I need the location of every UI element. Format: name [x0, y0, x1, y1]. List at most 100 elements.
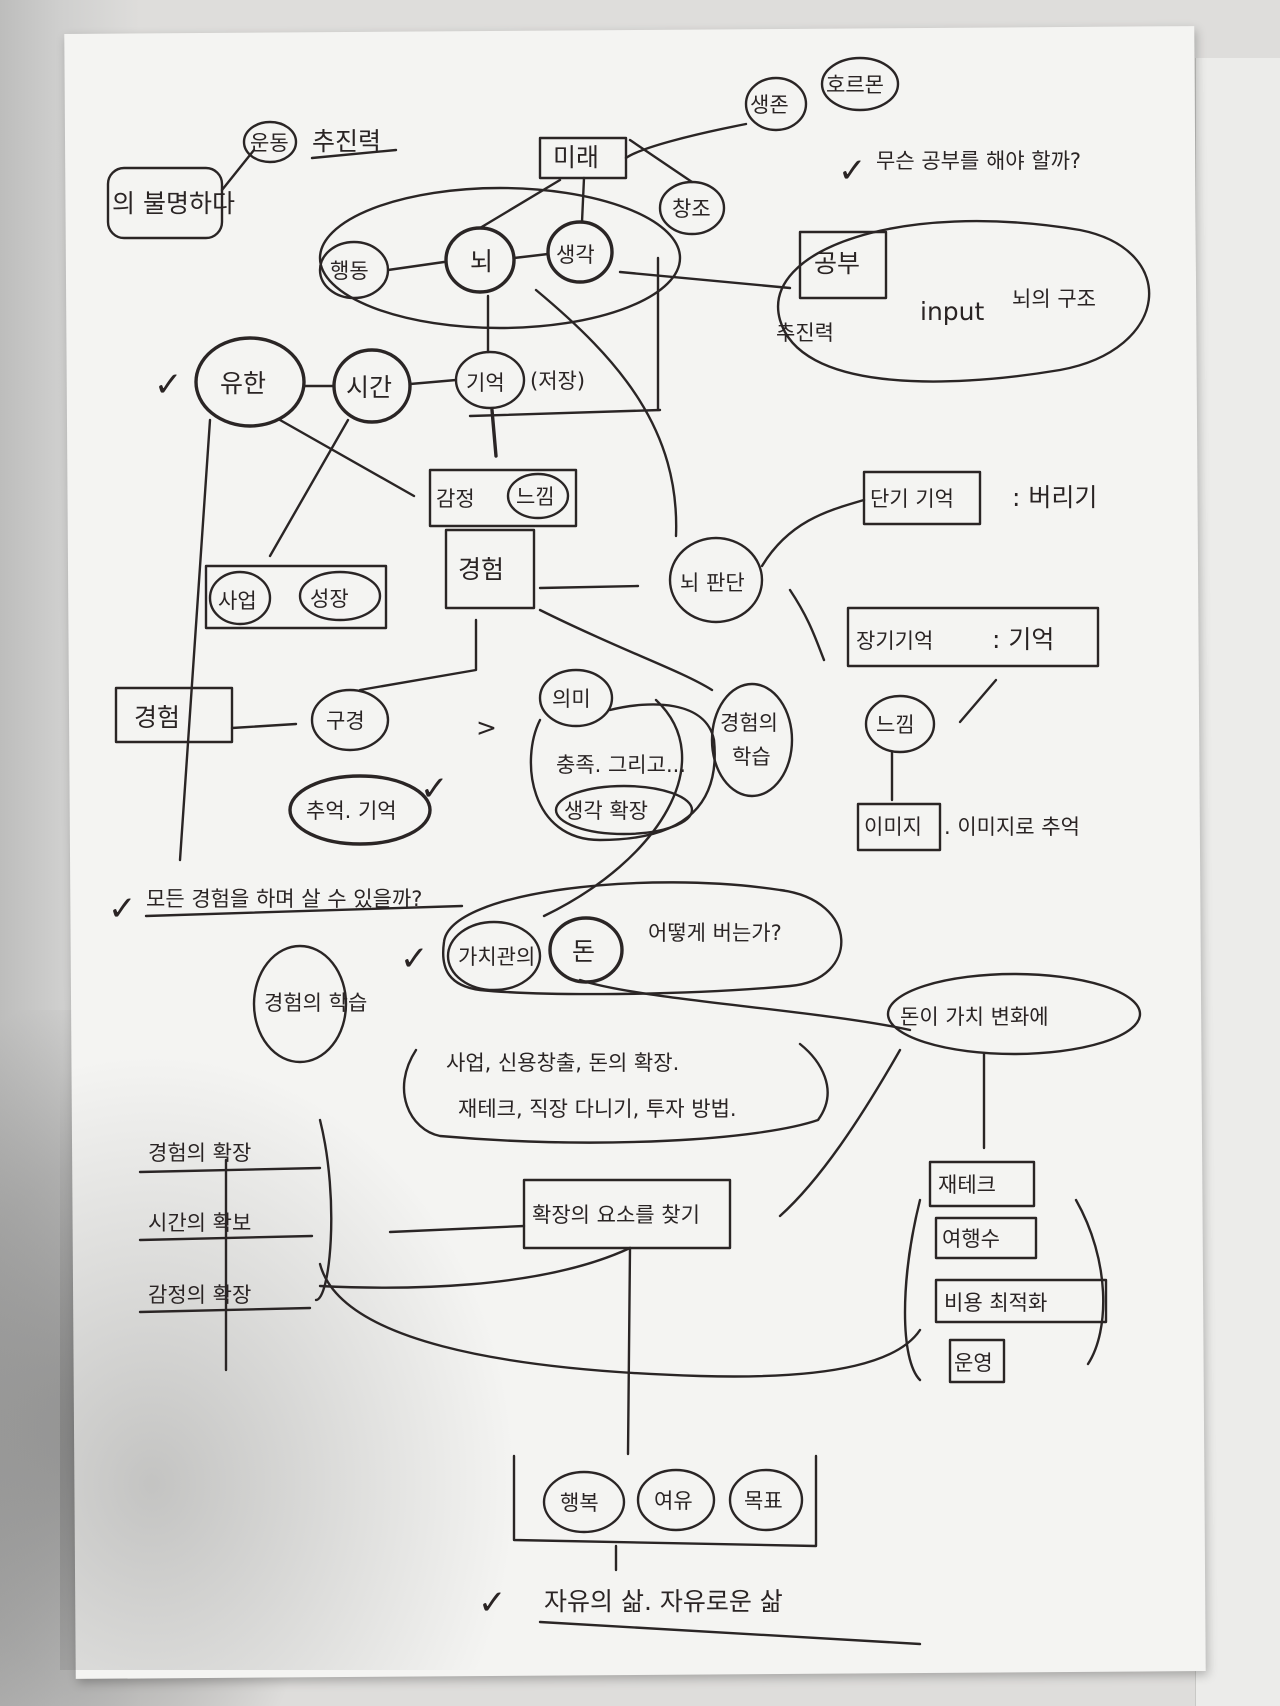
experience-left-label: 경험 — [134, 703, 180, 732]
meaning-circle — [538, 668, 614, 728]
check-3: ✓ — [420, 769, 449, 809]
hormone-label: 호르몬 — [826, 73, 884, 97]
image-box — [856, 802, 942, 852]
survival-circle — [744, 76, 808, 132]
gt-mark: > — [476, 713, 497, 742]
long-term-box — [846, 606, 1100, 668]
brain-orbit — [318, 186, 682, 330]
exercise-circle — [242, 120, 298, 164]
learning-b: 학습 — [732, 745, 771, 769]
happy-label: 행복 — [560, 1491, 599, 1515]
right-list-3: 비용 최적화 — [944, 1291, 1047, 1315]
creation-label: 창조 — [672, 197, 711, 221]
exercise-note: 추진력 — [312, 127, 381, 156]
list-b: 재테크, 직장 다니기, 투자 방법. — [458, 1097, 737, 1121]
happy-circle — [542, 1470, 626, 1534]
money-question: 어떻게 버는가? — [648, 921, 782, 945]
list-a: 사업, 신용창출, 돈의 확장. — [446, 1051, 679, 1075]
thought-circle — [546, 220, 614, 284]
feeling-circle — [506, 472, 570, 520]
check-1: ✓ — [838, 151, 867, 191]
long-term-b: : 기억 — [992, 625, 1054, 654]
exercise-label: 운동 — [250, 131, 289, 155]
center-label: 확장의 요소를 찾기 — [532, 1203, 700, 1227]
check-6: ✓ — [478, 1583, 507, 1623]
left-list-1: 경험의 확장 — [148, 1141, 251, 1165]
check-5: ✓ — [400, 939, 429, 979]
survival-label: 생존 — [750, 93, 789, 117]
money-use-circle — [886, 972, 1142, 1056]
image-label: 이미지 — [864, 815, 922, 839]
right-list-3-box — [934, 1278, 1108, 1324]
learning-a: 경험의 — [720, 711, 778, 735]
judgment-label: 뇌 판단 — [680, 571, 745, 595]
leisure-label: 여유 — [654, 1489, 693, 1513]
meaning-label: 의미 — [552, 687, 591, 711]
feeling2-label: 느낌 — [876, 713, 915, 737]
money-use-label: 돈이 가치 변화에 — [900, 1005, 1049, 1029]
right-list-4: 운영 — [954, 1351, 993, 1375]
brain-label: 뇌 — [470, 247, 493, 276]
study-note-a: 추진력 — [776, 321, 834, 345]
meaning-note: 충족. 그리고... — [556, 753, 686, 777]
emotion-box — [428, 468, 578, 528]
right-list-4-box — [948, 1338, 1006, 1384]
all-experience-note: 모든 경험을 하며 살 수 있을까? — [146, 887, 422, 911]
time-label: 시간 — [346, 373, 392, 402]
experience-box — [444, 528, 536, 610]
pleasure-label: 유한 — [220, 369, 266, 398]
action-label: 행동 — [330, 259, 369, 283]
pleasure-circle — [194, 336, 306, 428]
experience-label: 경험 — [458, 555, 504, 584]
check-4: ✓ — [108, 889, 137, 929]
right-list-2: 여행수 — [942, 1227, 1000, 1251]
thought-label: 생각 — [556, 243, 595, 267]
subject-box — [204, 564, 388, 630]
leisure-circle — [636, 1468, 716, 1532]
study-note-c: 뇌의 구조 — [1012, 287, 1096, 311]
right-list-1-box — [928, 1160, 1036, 1208]
long-term-a: 장기기억 — [856, 629, 933, 653]
right-list-2-box — [934, 1216, 1038, 1260]
goal-circle — [728, 1468, 804, 1532]
value-circle — [446, 920, 542, 992]
memory-circle-2 — [288, 774, 432, 846]
learn-label: 경험의 학습 — [264, 991, 367, 1015]
judgment-circle — [668, 536, 764, 624]
left-list-3: 감정의 확장 — [148, 1283, 251, 1307]
emotion-label: 감정 — [436, 487, 475, 511]
short-term-label: 단기 기억 — [870, 487, 954, 511]
money-label: 돈 — [572, 937, 595, 966]
value-label: 가치관의 — [458, 945, 535, 969]
top-left-box — [106, 166, 224, 240]
final-note: 자유의 삶. 자유로운 삶 — [544, 1587, 783, 1616]
top-right-question: 무슨 공부를 해야 할까? — [876, 149, 1081, 173]
feeling2-circle — [864, 694, 936, 754]
short-term-box — [862, 470, 982, 526]
next-page-edge — [1195, 58, 1280, 1706]
hormone-circle — [820, 56, 900, 112]
left-list-2: 시간의 확보 — [148, 1211, 251, 1235]
discard-note: : 버리기 — [1012, 483, 1097, 512]
subject-a: 사업 — [218, 589, 257, 613]
memory-circle-2-label: 추억. 기억 — [306, 799, 397, 823]
growth-label: 생각 확장 — [564, 799, 648, 823]
experience-left-box — [114, 686, 234, 744]
subject-b: 성장 — [310, 587, 349, 611]
growth-circle — [554, 784, 694, 836]
memory-label: 기억 — [466, 371, 505, 395]
study-label: 공부 — [814, 249, 860, 278]
image-note: . 이미지로 추억 — [944, 815, 1080, 839]
top-left-box-label: 의 불명하다 — [112, 189, 235, 218]
goal-label: 목표 — [744, 1489, 783, 1513]
right-list-1: 재테크 — [938, 1173, 996, 1197]
repeat-circle — [310, 688, 390, 752]
center-box — [522, 1178, 732, 1250]
repeat-label: 구경 — [326, 709, 365, 733]
learn-circle — [252, 944, 348, 1064]
check-2: ✓ — [154, 365, 183, 405]
study-box — [798, 230, 888, 300]
learning-circle — [710, 682, 794, 798]
study-note-b: input — [920, 297, 985, 326]
